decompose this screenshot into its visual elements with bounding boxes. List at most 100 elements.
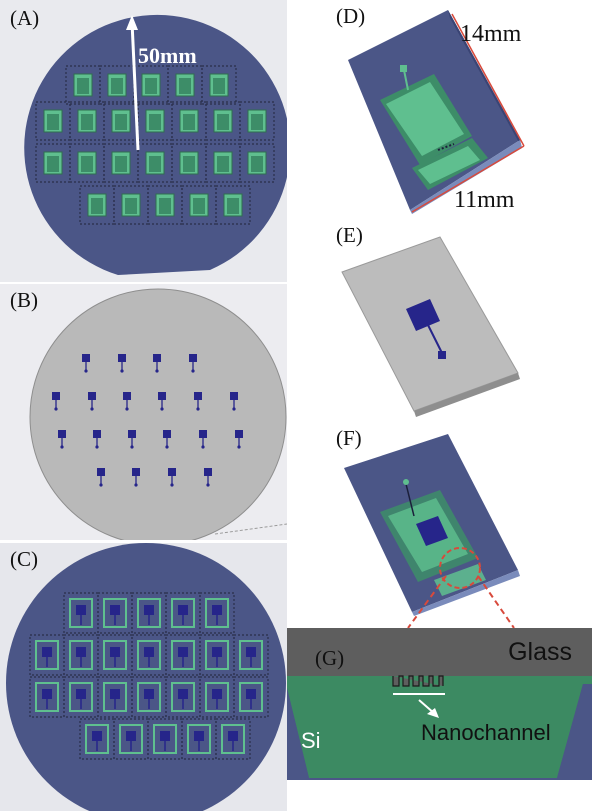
reservoir-pad-f: [416, 516, 448, 546]
chip-cell: [171, 143, 207, 183]
silicon-layer: [287, 676, 592, 778]
chip-cell: [205, 101, 241, 141]
electrode-pad: [93, 430, 101, 449]
bonded-chip-diagram: [330, 420, 592, 616]
chip-cell: [239, 101, 275, 141]
chip-cell: [171, 101, 207, 141]
panel-c: (C): [0, 543, 287, 811]
chip-cell: [63, 592, 99, 634]
reservoir-pad: [406, 299, 440, 331]
chip-cell: [103, 143, 139, 183]
chip-cell: [199, 592, 235, 634]
panel-a: (A) 50mm: [0, 0, 287, 282]
electrode-pad: [52, 392, 60, 411]
chip-cell: [63, 676, 99, 718]
chip-cell: [165, 676, 201, 718]
chip-cell: [201, 65, 237, 105]
chip-cell: [131, 634, 167, 676]
chip-grid-a: [35, 65, 275, 225]
panel-label-a: (A): [10, 6, 40, 30]
chip-grid-c: [29, 592, 269, 760]
chip-cell: [147, 718, 183, 760]
electrode-pad: [189, 354, 197, 373]
wafer-b: [29, 288, 287, 540]
panel-g: (G) Glass Si Nanochannel: [287, 628, 592, 780]
panel-label-b: (B): [10, 288, 38, 312]
wafer-b-diagram: [0, 284, 287, 540]
chip-cell: [181, 718, 217, 760]
chip-cell: [147, 185, 183, 225]
electrode-pad: [118, 354, 126, 373]
chip-cell: [29, 634, 65, 676]
electrode-pad: [132, 468, 140, 487]
si-label: Si: [301, 728, 321, 753]
chip-cell: [79, 718, 115, 760]
electrode-pad: [128, 430, 136, 449]
chip-cell: [215, 718, 251, 760]
chip-cell: [113, 185, 149, 225]
panel-f: (F): [330, 420, 592, 616]
glass-label: Glass: [508, 638, 572, 666]
electrode-pad: [230, 392, 238, 411]
panel-b: (B): [0, 284, 287, 540]
wafer-a-diagram: [0, 0, 287, 282]
chip-cell: [63, 634, 99, 676]
panel-label-c: (C): [10, 547, 38, 571]
chip-cell: [205, 143, 241, 183]
dimension-line-11mm: [411, 145, 525, 213]
panel-d: (D) 14mm 11mm: [330, 0, 592, 214]
dimension-label-11mm: 11mm: [454, 187, 515, 213]
chip-cell: [199, 634, 235, 676]
chip-cell: [35, 101, 71, 141]
electrode-pad: [204, 468, 212, 487]
panel-label-e: (E): [336, 223, 363, 247]
chip-cell: [181, 185, 217, 225]
electrode-pad: [58, 430, 66, 449]
glass-layer: [287, 628, 592, 676]
cross-section-diagram: [287, 628, 592, 780]
electrode-pad: [82, 354, 90, 373]
chip-cell: [239, 143, 275, 183]
panel-label-g: (G): [315, 646, 345, 670]
electrode-pad: [194, 392, 202, 411]
dimension-label-50mm: 50mm: [138, 43, 197, 68]
electrode-pad: [235, 430, 243, 449]
wafer-c-diagram: [0, 543, 287, 811]
electrode-pad: [163, 430, 171, 449]
chip-cell: [137, 101, 173, 141]
chip-cell: [103, 101, 139, 141]
electrode-pad: [153, 354, 161, 373]
chip-cell: [97, 676, 133, 718]
chip-cell: [133, 65, 169, 105]
chip-cell: [165, 592, 201, 634]
chip-cell: [199, 676, 235, 718]
chip-cell: [97, 592, 133, 634]
panel-label-f: (F): [336, 426, 362, 450]
chip-cell: [233, 676, 269, 718]
panel-e: (E): [330, 217, 592, 417]
arrow-head-a: [126, 15, 138, 30]
electrode-pad: [88, 392, 96, 411]
electrode-pad: [168, 468, 176, 487]
dimension-line-14mm: [451, 13, 525, 147]
chip-cell: [29, 676, 65, 718]
panel-label-d: (D): [336, 4, 366, 28]
chip-cell: [215, 185, 251, 225]
dimension-label-14mm: 14mm: [460, 21, 522, 47]
chip-cell: [233, 634, 269, 676]
chip-cell: [165, 634, 201, 676]
glass-cover-diagram: [330, 217, 592, 417]
pad-array-b: [52, 354, 243, 487]
chip-cell: [131, 592, 167, 634]
electrode-pad: [199, 430, 207, 449]
nanochannel-label: Nanochannel: [421, 720, 551, 745]
chip-d-diagram: [330, 0, 592, 214]
electrode-pad: [97, 468, 105, 487]
electrode-pad: [158, 392, 166, 411]
electrode-pad: [123, 392, 131, 411]
chip-cell: [113, 718, 149, 760]
callout-circle: [439, 547, 481, 589]
nanochannel-array: [392, 675, 444, 687]
chip-cell: [97, 634, 133, 676]
chip-cell: [137, 143, 173, 183]
